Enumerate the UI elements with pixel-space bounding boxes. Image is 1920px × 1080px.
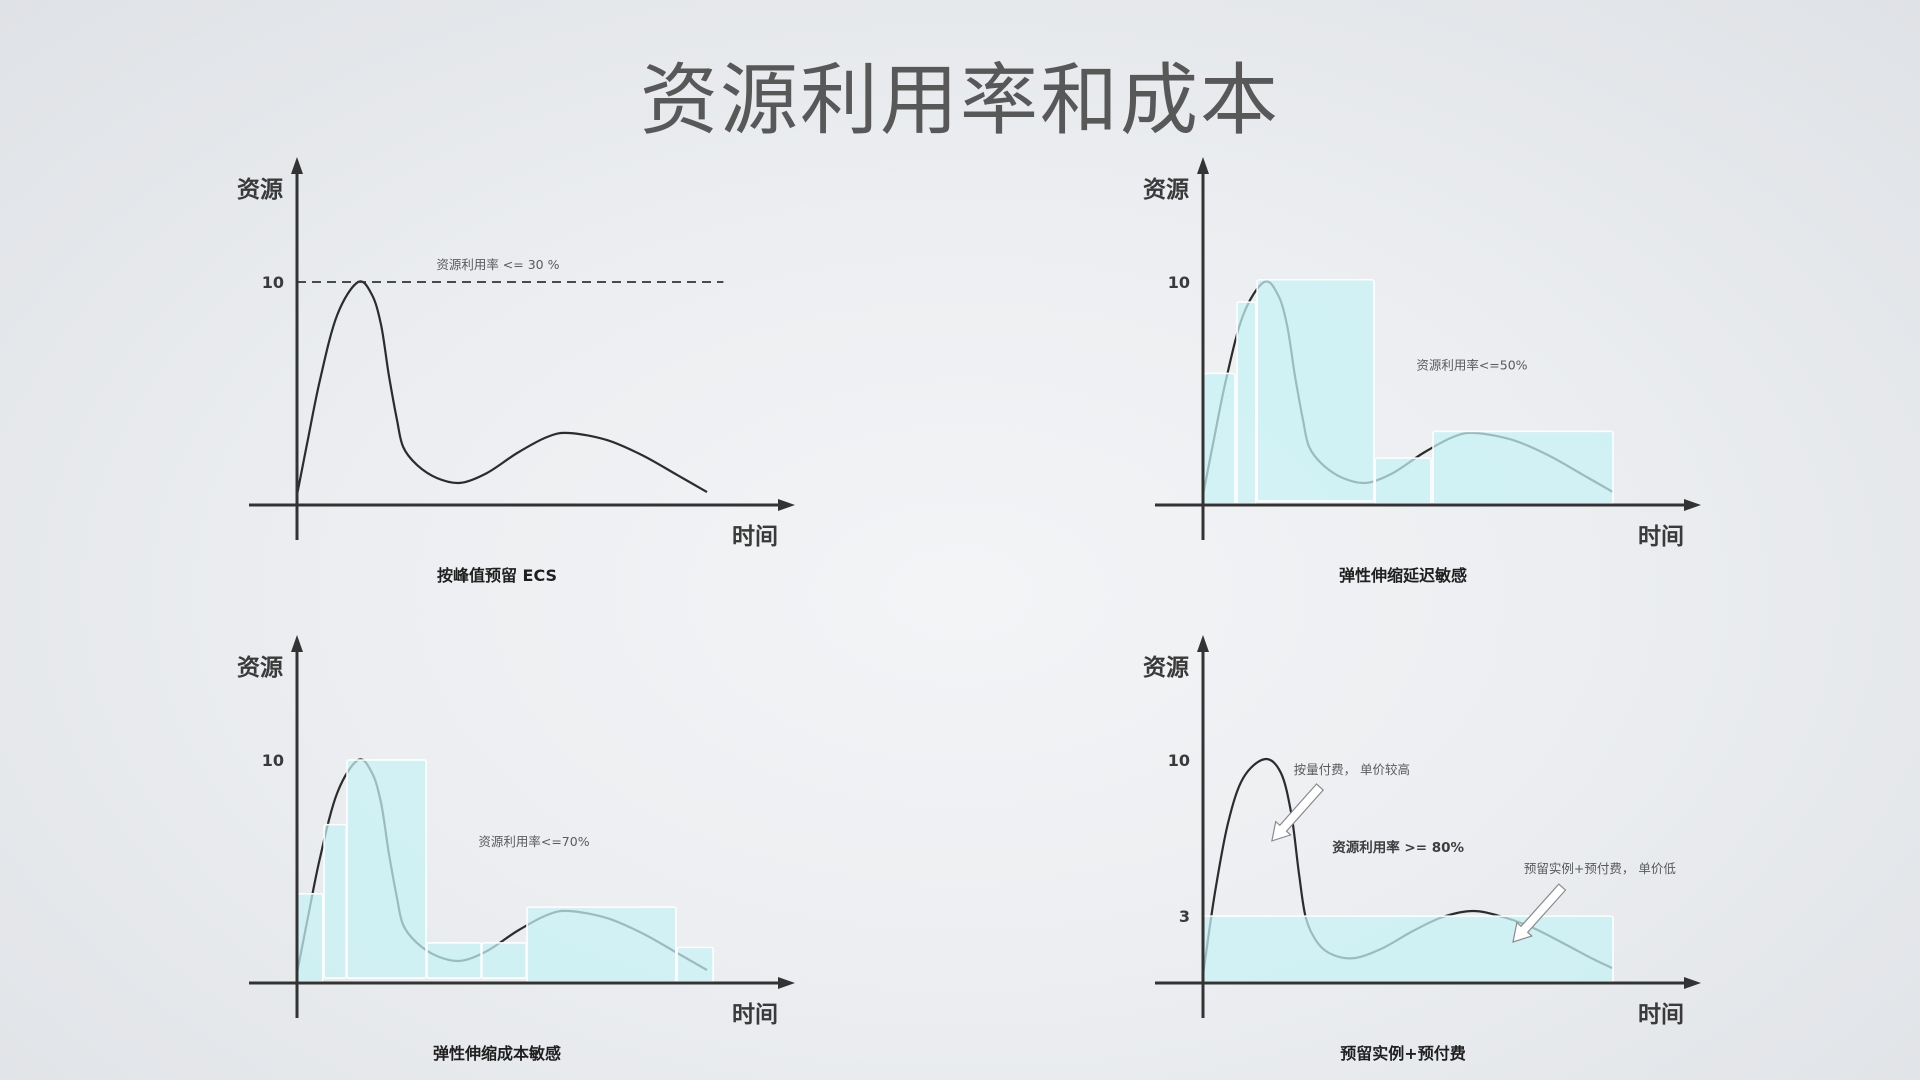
y-tick-10: 10 <box>1168 273 1190 292</box>
capacity-bar <box>323 823 347 979</box>
x-axis-arrow-icon <box>1684 499 1701 511</box>
resource-bars <box>1203 279 1614 505</box>
capacity-bar <box>1374 457 1432 505</box>
y-axis-arrow-icon <box>291 635 303 652</box>
x-axis-label: 时间 <box>732 524 778 550</box>
x-axis-label: 时间 <box>1638 524 1684 550</box>
callout-arrows <box>1271 783 1567 943</box>
chart-caption: 按峰值预留 ECS <box>437 566 557 585</box>
capacity-bar <box>1236 301 1257 505</box>
y-axis-arrow-icon <box>291 157 303 174</box>
chart-caption: 预留实例+预付费 <box>1340 1044 1465 1063</box>
capacity-bar <box>526 906 677 983</box>
capacity-bar <box>1203 372 1236 505</box>
x-axis-arrow-icon <box>778 499 795 511</box>
capacity-bar <box>481 942 527 979</box>
chart-reserved-prepaid: 资源 时间 10 3 按量付费， 单价较高 资源利用率 >= 80% 预留实例+… <box>1143 635 1701 1063</box>
utilization-note: 资源利用率 >= 80% <box>1332 839 1464 856</box>
demand-curve-line <box>295 280 708 496</box>
capacity-bar <box>1202 915 1614 983</box>
y-axis-label: 资源 <box>237 177 283 203</box>
utilization-note: 资源利用率<=70% <box>478 834 589 849</box>
reserved-note: 预留实例+预付费， 单价低 <box>1524 861 1676 876</box>
y-tick-10: 10 <box>262 751 284 770</box>
x-axis-arrow-icon <box>778 977 795 989</box>
axes <box>249 635 795 1018</box>
capacity-bar <box>676 946 714 983</box>
chart-peak-reserve: 资源 时间 10 资源利用率 <= 30 % 按峰值预留 ECS <box>237 157 795 585</box>
capacity-bar <box>296 893 324 983</box>
chart-elastic-latency: 资源 时间 10 资源利用率<=50% 弹性伸缩延迟敏感 <box>1143 157 1701 585</box>
axes <box>1155 635 1701 1018</box>
reserved-capacity-bar <box>1202 915 1614 983</box>
utilization-note: 资源利用率 <= 30 % <box>436 257 559 272</box>
x-axis-arrow-icon <box>1684 977 1701 989</box>
x-axis-label: 时间 <box>1638 1002 1684 1028</box>
axes <box>1155 157 1701 540</box>
y-axis-arrow-icon <box>1197 635 1209 652</box>
chart-elastic-cost: 资源 时间 10 资源利用率<=70% 弹性伸缩成本敏感 <box>237 635 795 1063</box>
capacity-bar <box>426 942 482 979</box>
y-axis-label: 资源 <box>1143 177 1189 203</box>
y-axis-label: 资源 <box>237 655 283 681</box>
utilization-note: 资源利用率<=50% <box>1416 358 1527 373</box>
slide-title: 资源利用率和成本 <box>639 56 1280 146</box>
on-demand-note: 按量付费， 单价较高 <box>1294 762 1410 777</box>
callout-arrow-icon <box>1271 783 1325 842</box>
y-tick-10: 10 <box>262 273 284 292</box>
y-tick-3: 3 <box>1179 907 1190 926</box>
y-axis-arrow-icon <box>1197 157 1209 174</box>
chart-caption: 弹性伸缩延迟敏感 <box>1339 566 1467 585</box>
capacity-bar <box>1256 279 1375 502</box>
y-axis-label: 资源 <box>1143 655 1189 681</box>
axes <box>249 157 795 540</box>
resource-bars <box>296 759 714 983</box>
capacity-bar <box>1432 430 1614 505</box>
y-tick-10: 10 <box>1168 751 1190 770</box>
x-axis-label: 时间 <box>732 1002 778 1028</box>
chart-caption: 弹性伸缩成本敏感 <box>433 1044 561 1063</box>
capacity-bar <box>346 759 427 979</box>
demand-curve <box>295 280 708 496</box>
callout-arrow-icon <box>1512 883 1567 943</box>
